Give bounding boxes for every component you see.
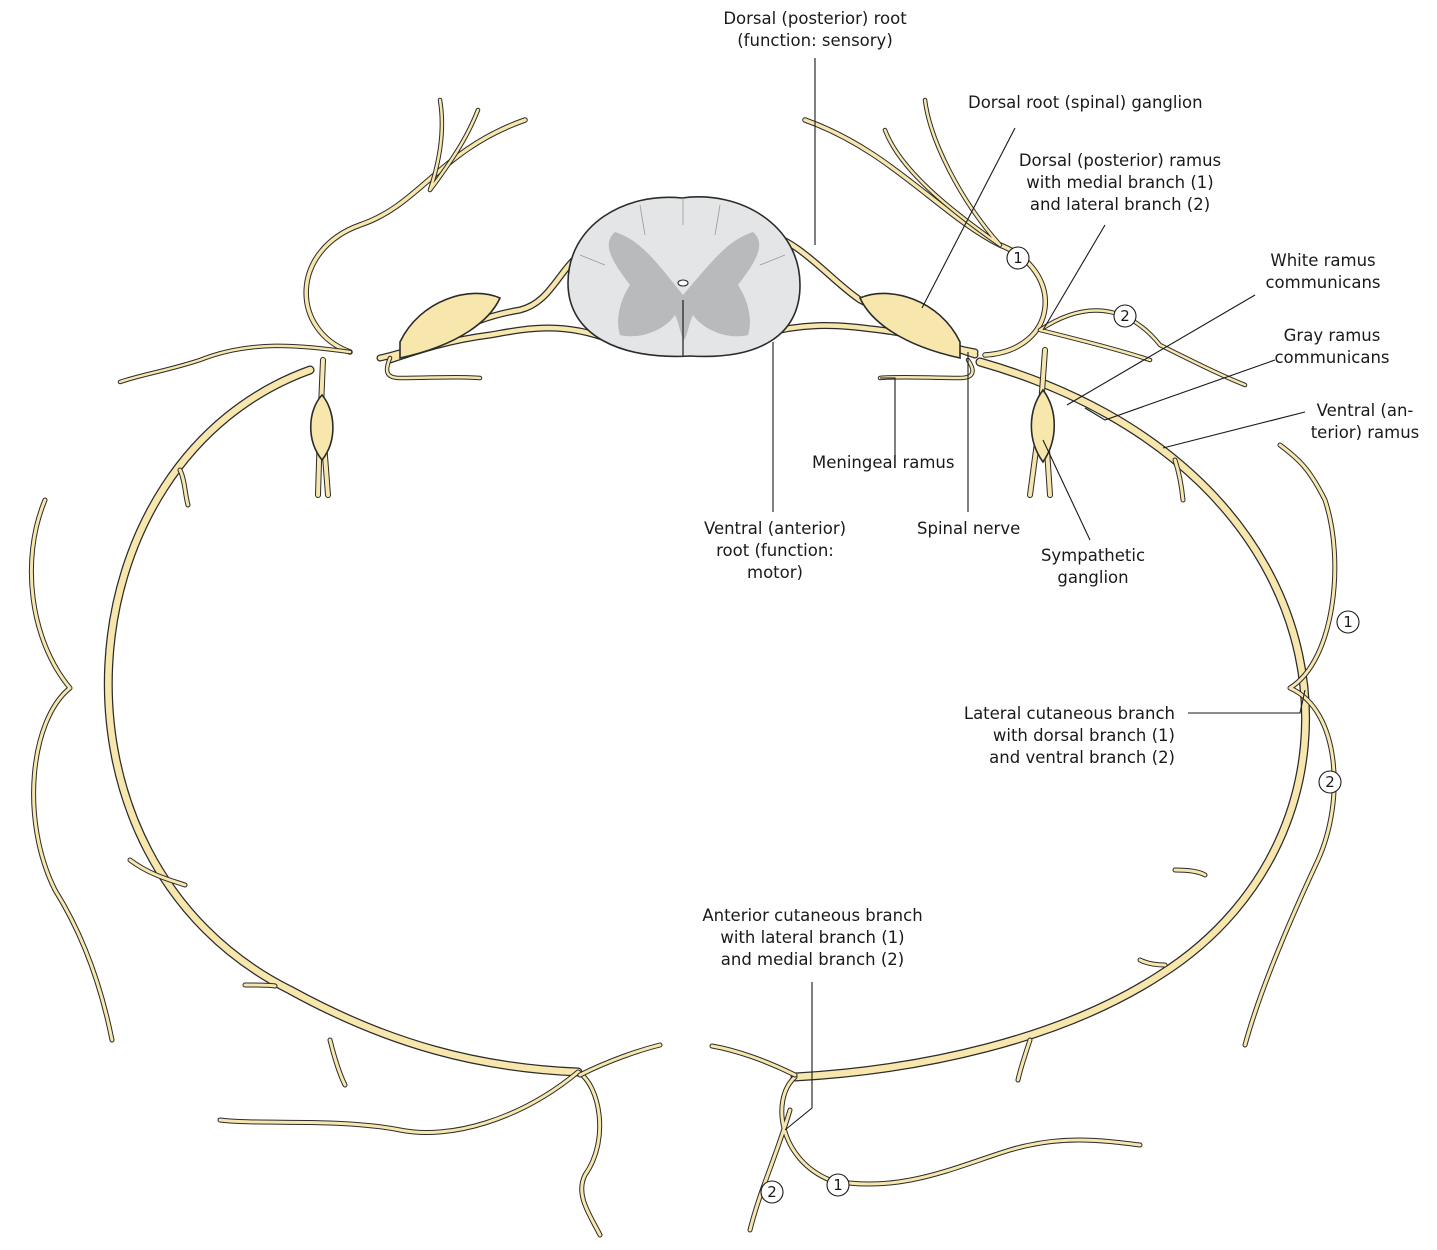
label-anterior-cutaneous: Anterior cutaneous branch with lateral b… (680, 905, 945, 971)
dorsal-root-ganglion-right (860, 293, 960, 358)
sympathetic-ganglion-left (311, 395, 333, 460)
marker-anterior-lateral: 1 (827, 1174, 849, 1196)
marker-lateral-dorsal: 1 (1337, 611, 1359, 633)
label-white-ramus: White ramus communicans (1238, 250, 1408, 294)
marker-anterior-medial: 2 (761, 1181, 783, 1203)
marker-lateral-ventral: 2 (1319, 771, 1341, 793)
label-dorsal-root: Dorsal (posterior) root (function: senso… (680, 8, 950, 52)
label-sympathetic-ganglion: Sympathetic ganglion (1033, 545, 1153, 589)
spinal-cord (568, 197, 800, 357)
label-dorsal-root-ganglion: Dorsal root (spinal) ganglion (968, 92, 1203, 114)
svg-text:1: 1 (1343, 613, 1353, 631)
label-ventral-root: Ventral (anterior) root (function: motor… (690, 518, 860, 584)
marker-dorsal-lateral: 2 (1114, 305, 1136, 327)
label-meningeal-ramus: Meningeal ramus (812, 452, 954, 474)
marker-dorsal-medial: 1 (1007, 247, 1029, 269)
label-lateral-cutaneous: Lateral cutaneous branch with dorsal bra… (900, 703, 1175, 769)
svg-text:2: 2 (1120, 307, 1130, 325)
svg-text:1: 1 (833, 1176, 843, 1194)
svg-text:1: 1 (1013, 249, 1023, 267)
label-gray-ramus: Gray ramus communicans (1262, 325, 1402, 369)
label-ventral-ramus: Ventral (an- terior) ramus (1300, 400, 1430, 444)
svg-text:2: 2 (1325, 773, 1335, 791)
dorsal-root-ganglion-left (400, 293, 500, 358)
label-dorsal-ramus: Dorsal (posterior) ramus with medial bra… (1000, 150, 1240, 216)
svg-text:2: 2 (767, 1183, 777, 1201)
label-spinal-nerve: Spinal nerve (917, 518, 1020, 540)
